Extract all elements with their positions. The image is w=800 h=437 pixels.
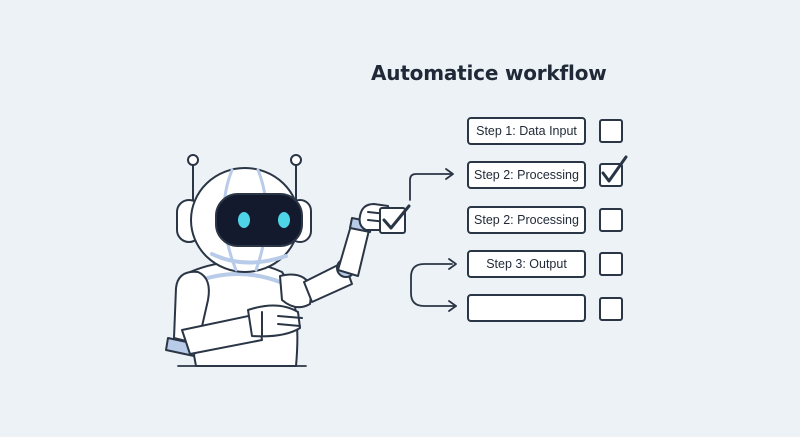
connector-arrow-icon xyxy=(409,168,454,201)
robot-visor xyxy=(215,193,303,247)
step-2-box[interactable]: Step 2: Processing xyxy=(467,161,586,189)
step-4-checkbox[interactable] xyxy=(599,252,623,276)
workflow-title: Automatice workflow xyxy=(371,61,607,85)
step-2-checkmark-icon xyxy=(601,155,628,183)
step-1-checkbox[interactable] xyxy=(599,119,623,143)
step-5-checkbox[interactable] xyxy=(599,297,623,321)
robot-right-eye xyxy=(278,212,290,228)
robot-left-eye xyxy=(238,212,250,228)
step-1-box[interactable]: Step 1: Data Input xyxy=(467,117,586,145)
robot-illustration xyxy=(165,154,411,367)
step-5-box[interactable] xyxy=(467,294,586,322)
step-4-box[interactable]: Step 3: Output xyxy=(467,250,586,278)
step-3-checkbox[interactable] xyxy=(599,208,623,232)
robot-checkmark-icon xyxy=(382,204,411,230)
step-3-box[interactable]: Step 2: Processing xyxy=(467,206,586,234)
loop-arrow-icon xyxy=(410,258,457,312)
